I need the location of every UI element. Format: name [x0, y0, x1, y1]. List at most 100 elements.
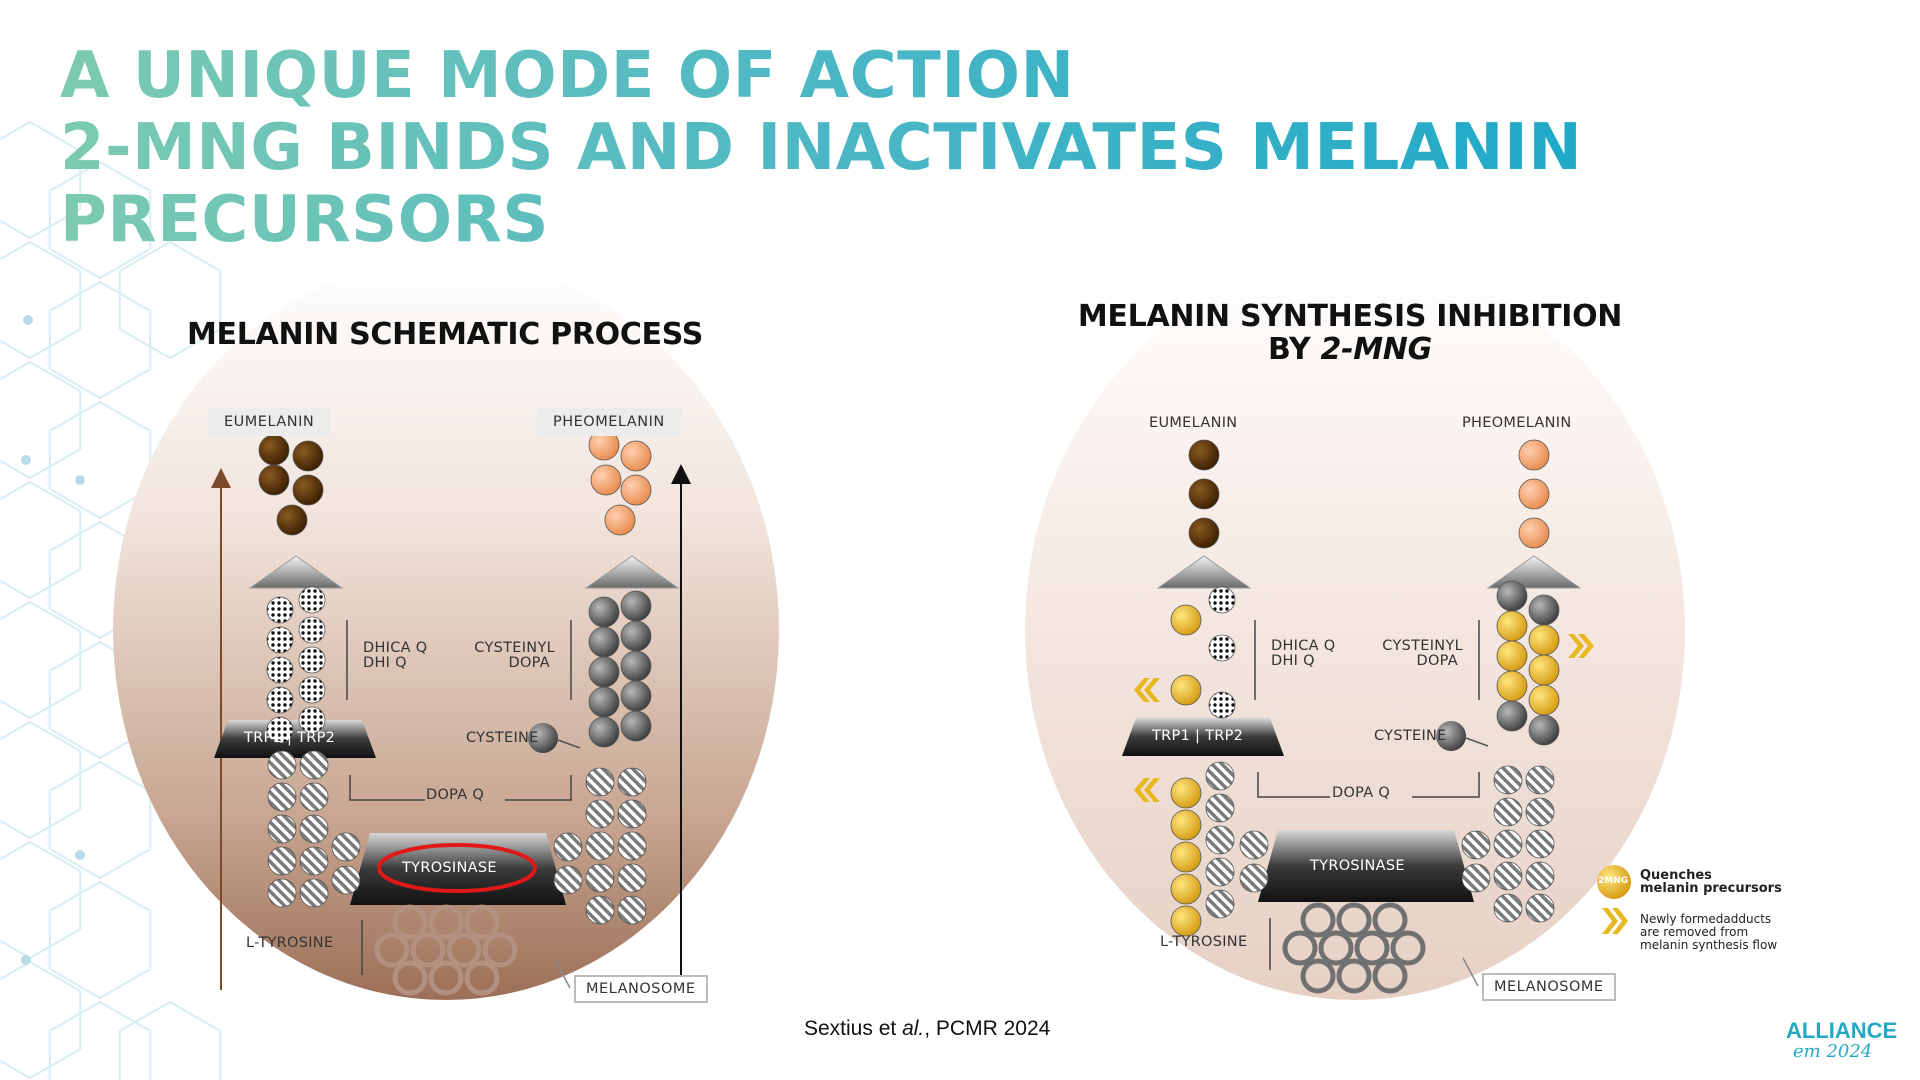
l-tyrosine-molecule	[392, 904, 428, 940]
cysteinyldopa-molecule	[620, 590, 652, 622]
dhi-q-label: DHI Q	[363, 655, 407, 671]
cysteinyldopa-molecule	[1496, 610, 1528, 642]
l-tyrosine-molecule	[1336, 902, 1372, 938]
dopaquinone-molecule	[331, 865, 361, 895]
eumelanin-label: EUMELANIN	[208, 408, 331, 436]
dopaquinone-molecule	[299, 846, 329, 876]
dopaquinone-molecule	[1525, 829, 1555, 859]
dhi-molecule	[1208, 634, 1236, 662]
dopaquinone-molecule	[585, 863, 615, 893]
eumelanin-funnel	[248, 555, 344, 589]
2mng-badge-icon	[1597, 865, 1631, 899]
l-tyrosine-label: L-TYROSINE	[246, 935, 334, 951]
pheomelanin-funnel	[1486, 555, 1582, 589]
legend-adducts-line1: Newly formedadducts	[1640, 912, 1772, 926]
l-tyrosine-rings	[1282, 902, 1426, 994]
l-tyrosine-molecule	[374, 932, 410, 968]
dopaquinone-molecule	[267, 846, 297, 876]
dhi-molecule	[266, 626, 294, 654]
hexagon-pattern	[0, 120, 222, 1080]
cysteinyldopa-molecule	[588, 686, 620, 718]
cysteine-molecule	[1436, 721, 1466, 751]
l-tyrosine-molecule	[1282, 930, 1318, 966]
2mng-adduct-molecule	[1170, 777, 1202, 809]
dopaquinone-molecule	[1461, 830, 1491, 860]
cysteine-arrow	[557, 739, 581, 749]
dopaquinone-molecule	[1205, 889, 1235, 919]
l-tyrosine-molecule	[482, 932, 518, 968]
hexagon-node	[23, 315, 33, 325]
pheomelanin-funnel	[584, 555, 680, 589]
hexagon-node	[21, 955, 31, 965]
cysteine-label: CYSTEINE	[1374, 728, 1447, 744]
pheomelanin-molecule	[604, 504, 636, 536]
dhica-molecule	[298, 706, 326, 734]
right-molecules	[1170, 439, 1560, 937]
hexagon-shape	[48, 400, 152, 520]
cysteine-label: CYSTEINE	[466, 730, 539, 746]
pheomelanin-molecule	[1518, 478, 1550, 510]
dhi-molecule	[1208, 691, 1236, 719]
legend-adducts-line3: melanin synthesis flow	[1640, 938, 1778, 952]
right-panel-title-line2: BY 2-MNG	[1050, 333, 1650, 366]
cysteinyl-label: CYSTEINYL	[474, 640, 555, 656]
l-tyrosine-rings	[374, 904, 518, 996]
dopaquinone-molecule	[1205, 825, 1235, 855]
legend-adducts-line2: are removed from	[1640, 925, 1749, 939]
cysteinyldopa-molecule	[620, 710, 652, 742]
slide-title: A UNIQUE MODE OF ACTION 2-MNG BINDS AND …	[60, 40, 1660, 256]
dopaquinone-molecule	[1239, 830, 1269, 860]
trp-enzyme	[214, 720, 376, 758]
citation-source: , PCMR 2024	[924, 1017, 1051, 1040]
dopaq-line	[1257, 772, 1480, 798]
legend-quenches-line2: melanin precursors	[1640, 881, 1782, 896]
pheomelanin-molecule	[620, 474, 652, 506]
dhica-molecule	[298, 646, 326, 674]
title-2mng: 2-MNG	[1320, 332, 1433, 367]
cysteinyldopa-molecule	[588, 716, 620, 748]
cysteinyl-label: CYSTEINYL	[1382, 638, 1463, 654]
title-line-1: A UNIQUE MODE OF ACTION	[60, 40, 1660, 112]
dopaquinone-molecule	[617, 863, 647, 893]
pheomelanin-molecule	[620, 440, 652, 472]
right-panel-title: MELANIN SYNTHESIS INHIBITION BY 2-MNG	[1050, 300, 1650, 366]
l-tyrosine-molecule	[1354, 930, 1390, 966]
cysteinyldopa-molecule	[588, 656, 620, 688]
tyrosinase-enzyme	[1258, 830, 1474, 902]
l-tyrosine-label: L-TYROSINE	[1160, 934, 1248, 950]
dhi-molecule	[1208, 586, 1236, 614]
hexagon-shape	[0, 480, 82, 600]
l-tyrosine-molecule	[428, 960, 464, 996]
dhica-molecule	[298, 586, 326, 614]
dopaquinone-molecule	[299, 750, 329, 780]
l-tyrosine-molecule	[1300, 958, 1336, 994]
dhi-molecule	[266, 686, 294, 714]
legend-badge-text: 2MNG	[1598, 876, 1629, 886]
melanosome-label: MELANOSOME	[574, 975, 708, 1003]
cysteinyldopa-molecule	[620, 680, 652, 712]
cysteinyldopa-molecule	[1496, 640, 1528, 672]
dopaquinone-molecule	[617, 895, 647, 925]
cysteinyldopa-molecule	[620, 650, 652, 682]
l-tyrosine-molecule	[410, 932, 446, 968]
tyrosinase-label: TYROSINASE	[402, 860, 497, 876]
dopaquinone-molecule	[1205, 857, 1235, 887]
dopaquinone-molecule	[585, 767, 615, 797]
dhi-q-label: DHI Q	[1271, 653, 1315, 669]
dopa-label: DOPA	[1416, 653, 1458, 669]
l-tyrosine-molecule	[1336, 958, 1372, 994]
hexagon-node	[75, 475, 85, 485]
cysteine-molecule	[528, 723, 558, 753]
dhi-molecule	[266, 656, 294, 684]
dopa-q-label: DOPA Q	[426, 787, 485, 803]
l-tyrosine-molecule	[1372, 902, 1408, 938]
2mng-adduct-molecule	[1170, 809, 1202, 841]
eumelanin-molecule	[1188, 439, 1220, 471]
dopaquinone-molecule	[585, 831, 615, 861]
dopaquinone-molecule	[617, 831, 647, 861]
eumelanin-molecule	[1188, 517, 1220, 549]
left-diagram	[211, 429, 691, 996]
legend-quenches: Quenches melanin precursors	[1640, 869, 1782, 895]
dopaquinone-molecule	[299, 878, 329, 908]
eumelanin-funnel	[1156, 555, 1252, 589]
